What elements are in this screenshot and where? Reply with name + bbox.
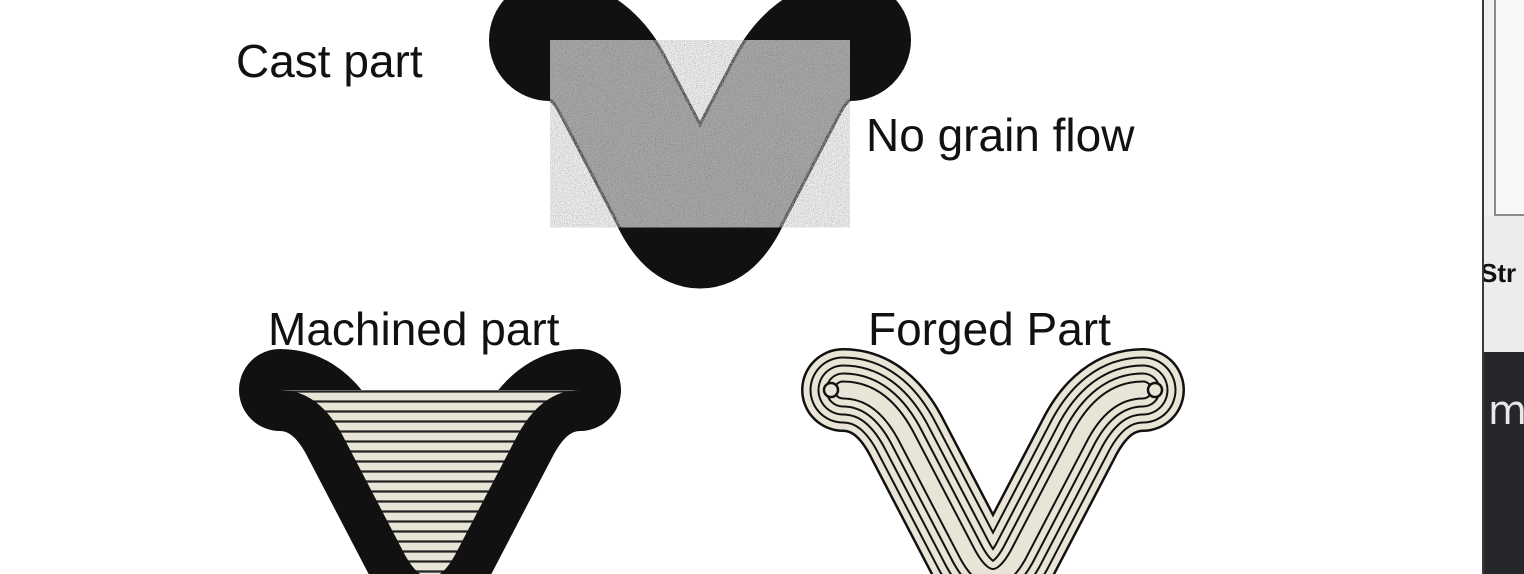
dark-panel — [1484, 352, 1524, 574]
forged-part-label: Forged Part — [868, 303, 1111, 355]
grain-flow-diagram — [0, 0, 1480, 574]
truncated-dark-text: mi — [1488, 388, 1524, 434]
machined-part-label: Machined part — [268, 303, 560, 355]
machined-part-shape — [180, 340, 680, 574]
window-frame — [1494, 0, 1524, 216]
cast-part-label: Cast part — [236, 35, 423, 87]
cast-part-shape — [550, 40, 850, 228]
adjacent-window-fragment: Str mi — [1482, 0, 1524, 574]
truncated-heading: Str — [1482, 258, 1517, 288]
window-strip — [1484, 216, 1524, 352]
forged-part-shape — [824, 383, 1162, 574]
no-grain-flow-label: No grain flow — [866, 109, 1135, 161]
